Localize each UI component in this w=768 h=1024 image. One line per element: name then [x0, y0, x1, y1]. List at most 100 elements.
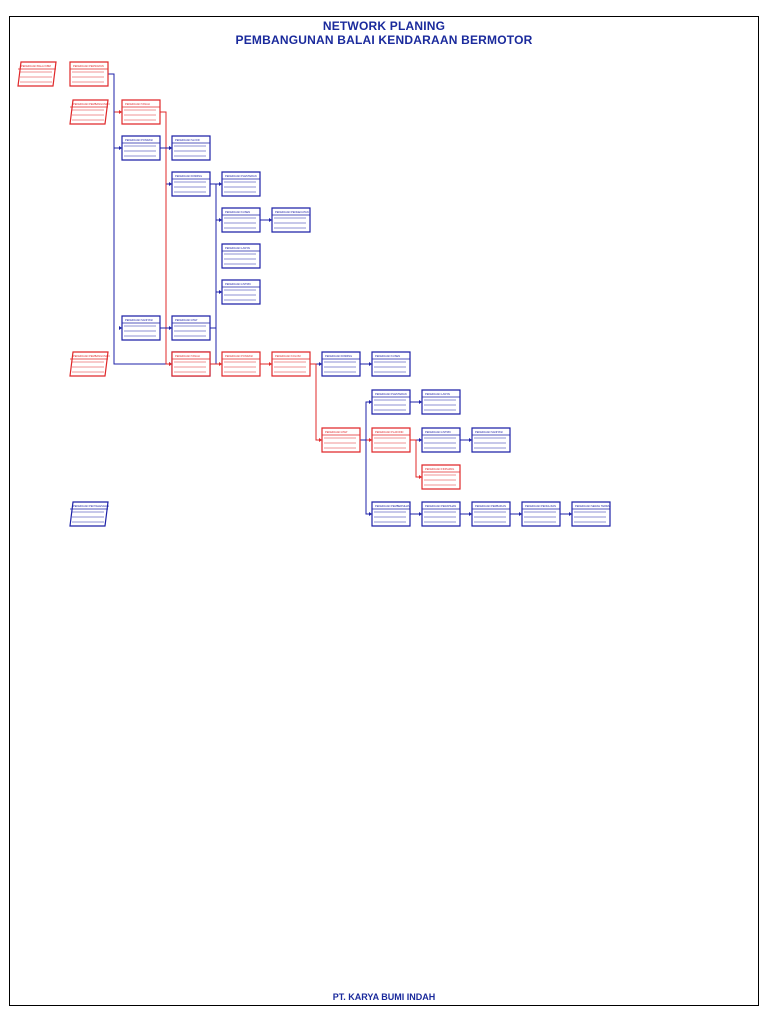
task-node[interactable]: PEKERJAAN PONDASI [121, 135, 161, 161]
task-node-label: PEKERJAAN KUSEN [375, 354, 400, 358]
task-node[interactable]: PEKERJAAN KUSEN [371, 351, 411, 377]
task-node-box [171, 171, 211, 197]
edge-n22-n23-arrowhead [419, 400, 422, 404]
task-node-box [221, 243, 261, 269]
task-node[interactable]: PEKERJAAN PERAPIHAN [421, 501, 461, 527]
edge-n24-n22 [360, 401, 372, 441]
edge-n2-n5-arrowhead [119, 146, 122, 150]
edge-n17-n18-arrowhead [219, 362, 222, 366]
task-node[interactable]: PEKERJAAN FINISHING [421, 464, 461, 490]
task-node-box [69, 99, 109, 125]
task-node[interactable]: PEKERJAAN TANAH [171, 351, 211, 377]
edge-n19-n24-arrowhead [319, 438, 322, 442]
task-node[interactable]: PEKERJAAN PENYELESAIAN [69, 501, 109, 527]
task-node-label: PEKERJAAN PONDASI [125, 138, 153, 142]
task-node-label: PEKERJAAN BALAI KBM [21, 64, 51, 68]
task-node-box [321, 427, 361, 453]
task-node-box [421, 464, 461, 490]
nodes-layer: PEKERJAAN BALAI KBM PEKERJAAN PERSIAPAN PE… [17, 61, 611, 527]
edge-n24-n30 [360, 439, 372, 515]
task-node[interactable]: PEKERJAAN SERAH TERIMA [571, 501, 611, 527]
edge-n33-n34-arrowhead [569, 512, 572, 516]
task-node[interactable]: PEKERJAAN PEMBANGUNAN [69, 351, 110, 377]
task-node[interactable]: PEKERJAAN PENGUJIAN [521, 501, 561, 527]
task-node[interactable]: PEKERJAAN PLESTERAN [221, 171, 261, 197]
task-node-box [421, 427, 461, 453]
edge-n4-n7-arrowhead [169, 182, 172, 186]
task-node-box [471, 427, 511, 453]
task-node-box [521, 501, 561, 527]
edge-n7-n13 [172, 183, 217, 329]
task-node[interactable]: PEKERJAAN BALAI KBM [17, 61, 57, 87]
task-node[interactable]: PEKERJAAN LISTRIK [421, 427, 461, 453]
task-node-label: PEKERJAAN LANTAI [225, 246, 250, 250]
edge-n7-n9-arrowhead [219, 218, 222, 222]
edge-n2-n4-arrowhead [119, 110, 122, 114]
task-node[interactable]: PEKERJAAN ATAP [321, 427, 361, 453]
task-node-label: PEKERJAAN PEMBERSIHAN [375, 504, 410, 508]
edge-n26-n27-arrowhead [469, 438, 472, 442]
edge-n2-n15 [108, 73, 172, 365]
edge-n25-n28 [410, 439, 422, 478]
task-node[interactable]: PEKERJAAN DINDING [321, 351, 361, 377]
edge-n25-n26-arrowhead [419, 438, 422, 442]
task-node-label: PEKERJAAN TANAH [125, 102, 150, 106]
task-node-box [69, 501, 109, 527]
task-node-box [121, 315, 161, 341]
task-node-label: PEKERJAAN SERAH TERIMA [575, 504, 611, 508]
task-node[interactable]: PEKERJAAN LANTAI [421, 389, 461, 415]
task-node[interactable]: PEKERJAAN PERSIAPAN [69, 61, 109, 87]
task-node-box [171, 351, 211, 377]
task-node-box [171, 315, 211, 341]
task-node-box [421, 389, 461, 415]
task-node-label: PEKERJAAN SLOOF [175, 138, 200, 142]
task-node[interactable]: PEKERJAAN PERBAIKAN [471, 501, 511, 527]
task-node-label: PEKERJAAN DINDING [325, 354, 352, 358]
task-node-label: PEKERJAAN SANITASI [475, 430, 503, 434]
edge-n9-n10-arrowhead [269, 218, 272, 222]
task-node-box [371, 389, 411, 415]
task-node-label: PEKERJAAN LANTAI [425, 392, 450, 396]
diagram-title: NETWORK PLANING [322, 19, 446, 33]
task-node-box [17, 61, 57, 87]
task-node-label: PEKERJAAN PEMBANGUNAN [73, 354, 110, 358]
task-node-label: PEKERJAAN PERBAIKAN [475, 504, 506, 508]
task-node-label: PEKERJAAN FINISHING [425, 467, 454, 471]
task-node-label: PEKERJAAN PENYELESAIAN [73, 504, 109, 508]
task-node-box [69, 61, 109, 87]
task-node-box [321, 351, 361, 377]
task-node[interactable]: PEKERJAAN PEMBERSIHAN [371, 501, 411, 527]
edge-n19-n24 [310, 363, 322, 441]
task-node[interactable]: PEKERJAAN SANITASI [121, 315, 161, 341]
edge-n5-n6-arrowhead [169, 146, 172, 150]
task-node[interactable]: PEKERJAAN PLAFOND [371, 427, 411, 453]
diagram-subtitle: PEMBANGUNAN BALAI KENDARAAN BERMOTOR [235, 33, 533, 47]
edge-n19-n20-arrowhead [319, 362, 322, 366]
task-node[interactable]: PEKERJAAN LANTAI [221, 243, 261, 269]
task-node[interactable]: PEKERJAAN ATAP [171, 315, 211, 341]
task-node[interactable]: PEKERJAAN PONDASI [221, 351, 261, 377]
edge-n24-n30-arrowhead [369, 512, 372, 516]
edge-n7-n8-arrowhead [219, 182, 222, 186]
edge-n4-n17 [160, 111, 172, 365]
task-node-label: PEKERJAAN PENGECATAN [275, 210, 309, 214]
task-node[interactable]: PEKERJAAN DINDING [171, 171, 211, 197]
task-node[interactable]: PEKERJAAN PENGECATAN [271, 207, 311, 233]
task-node[interactable]: PEKERJAAN PLESTERAN [371, 389, 411, 415]
task-node[interactable]: PEKERJAAN KUSEN [221, 207, 261, 233]
task-node[interactable]: PEKERJAAN PEMBANGUNAN [69, 99, 110, 125]
task-node-label: PEKERJAAN LISTRIK [225, 282, 251, 286]
task-node[interactable]: PEKERJAAN LISTRIK [221, 279, 261, 305]
task-node-box [221, 207, 261, 233]
task-node-label: PEKERJAAN ATAP [175, 318, 198, 322]
task-node[interactable]: PEKERJAAN SANITASI [471, 427, 511, 453]
edge-n30-n31-arrowhead [419, 512, 422, 516]
task-node-box [221, 279, 261, 305]
task-node[interactable]: PEKERJAAN KOLOM [271, 351, 311, 377]
task-node-label: PEKERJAAN PERSIAPAN [73, 64, 104, 68]
edge-n7-n12-arrowhead [219, 290, 222, 294]
task-node[interactable]: PEKERJAAN TANAH [121, 99, 161, 125]
company-footer: PT. KARYA BUMI INDAH [332, 992, 436, 1002]
task-node[interactable]: PEKERJAAN SLOOF [171, 135, 211, 161]
